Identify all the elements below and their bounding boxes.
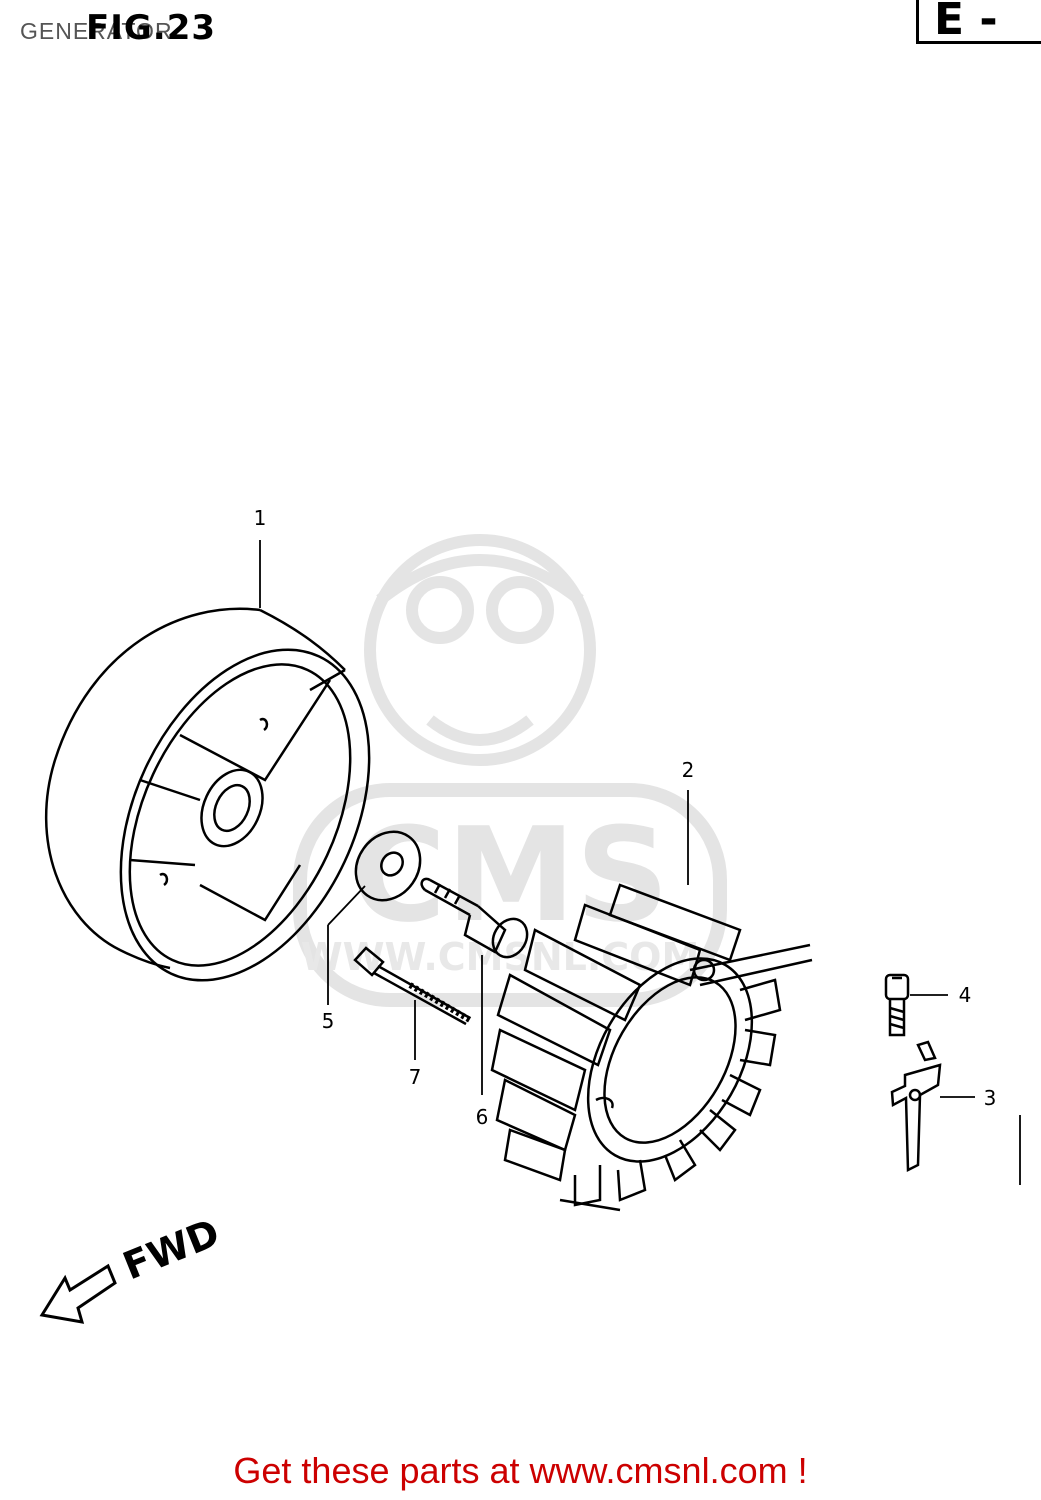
leader-5b [327,885,366,926]
callout-4: 4 [959,983,972,1007]
fwd-arrow-icon [39,1263,117,1324]
part-flywheel-rotor [44,607,371,982]
callout-6: 6 [476,1105,489,1129]
section-label: E - [934,0,998,45]
watermark-logo [293,534,727,1007]
exploded-diagram: CMS WWW.CMSNL.COM [39,506,1021,1324]
watermark-goggles-icon [376,554,584,605]
part-bolt [420,877,529,959]
watermark-text: CMS [351,799,669,951]
promo-link[interactable]: Get these parts at www.cmsnl.com ! [233,1450,808,1491]
callout-7: 7 [409,1065,422,1089]
watermark-badge-icon [293,783,727,1007]
watermark-goggle-right-icon [486,576,554,644]
part-clamp [890,1040,942,1172]
fwd-label: FWD [117,1210,226,1288]
part-screw [884,973,910,1037]
callout-5: 5 [322,1009,335,1033]
part-stator [490,883,813,1212]
section-box [916,0,1041,44]
leader-lines [259,540,1021,1185]
diagram-title: GENERATOR [20,18,173,44]
figure-number: FIG.23 [86,8,217,48]
part-bolt-long [353,946,472,1026]
part-washer [354,830,422,902]
callout-1: 1 [254,506,267,530]
callout-2: 2 [682,758,695,782]
watermark-smile-icon [426,715,534,746]
watermark-goggle-left-icon [406,576,474,644]
watermark-face-icon [364,534,596,766]
callout-3: 3 [984,1086,997,1110]
